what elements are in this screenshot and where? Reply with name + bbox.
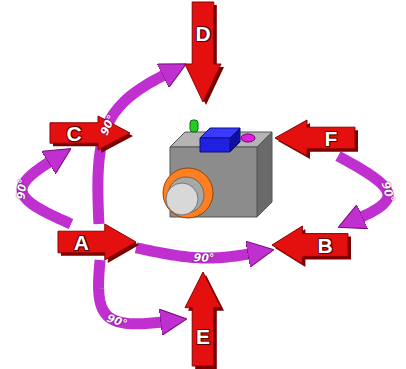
rotation-arrow [98, 75, 165, 224]
view-letter: D [185, 2, 221, 64]
arrow-body [58, 224, 136, 260]
rotation-arrow [22, 161, 71, 224]
view-letter: F [307, 120, 355, 156]
direction-arrow: F [275, 120, 355, 156]
viewfinder-side [230, 128, 240, 152]
rotation-arrow [136, 248, 250, 258]
shutter-button [190, 120, 198, 132]
arrow-outline [275, 120, 355, 156]
arrow-body [50, 116, 130, 150]
angle-label: 90° [105, 313, 128, 330]
angle-label: 90° [193, 252, 214, 263]
direction-arrow: C [50, 116, 130, 150]
arrow-outline [185, 2, 221, 102]
view-letter: A [58, 224, 105, 260]
arrow-body [185, 2, 221, 102]
arrow-outline [272, 226, 348, 264]
arrow-body [185, 272, 221, 366]
view-letter: B [302, 226, 348, 264]
direction-arrow: B [272, 226, 348, 264]
direction-arrow: E [185, 272, 221, 366]
mode-dial [241, 134, 255, 142]
view-letter: E [185, 308, 221, 366]
camera-side-face [257, 132, 272, 217]
direction-arrow: A [58, 224, 136, 260]
viewfinder-front [200, 138, 230, 152]
angle-label: 90° [16, 178, 29, 200]
arrow-body [272, 226, 348, 264]
lens-front [166, 183, 198, 215]
arrow-body [275, 120, 355, 156]
view-letter: C [50, 116, 98, 150]
arrow-outline [185, 272, 221, 366]
lens-ring [163, 168, 213, 218]
arrow-outline [50, 116, 130, 150]
direction-arrow: D [185, 2, 221, 102]
arrow-outline [58, 224, 136, 260]
